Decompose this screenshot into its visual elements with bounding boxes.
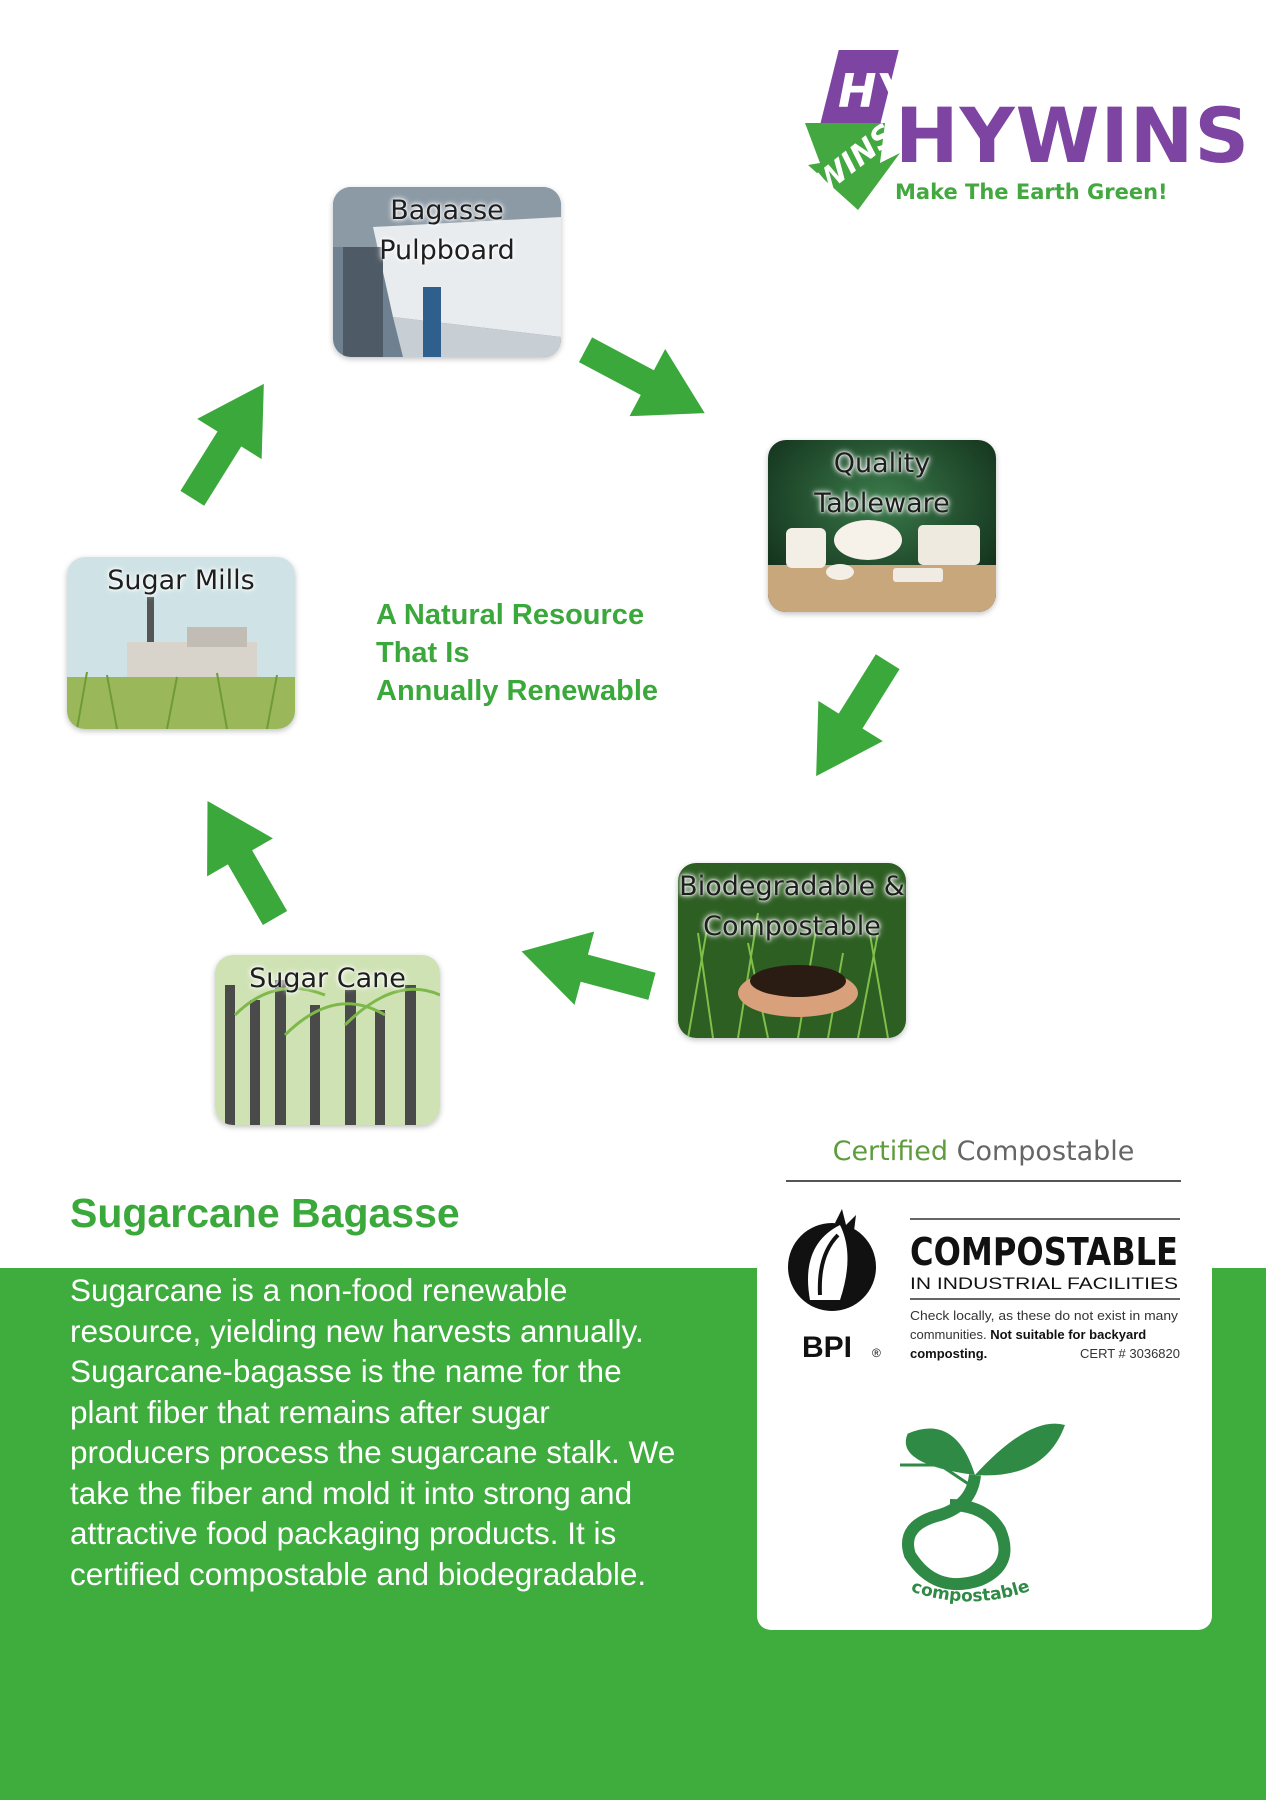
bpi-mark-text: BPI [802,1331,852,1364]
bpi-note-line3: composting. [910,1346,987,1361]
step-biodegradable-compostable: Biodegradable & Compostable [678,863,906,1038]
arrow-pulpboard-to-tableware [578,337,705,417]
brand-tagline: Make The Earth Green! [895,180,1168,204]
cert-heading-word2: Compostable [956,1136,1135,1167]
cycle-arrows [180,337,900,1005]
seedling-compostable-logo: compostable [900,1423,1065,1606]
center-text-line: A Natural Resource [376,599,645,631]
arrow-sugarmills-to-pulpboard [180,383,264,506]
logo-mark-top-text: HY [838,64,914,118]
bpi-subtitle-text: IN INDUSTRIAL FACILITIES [910,1274,1178,1293]
tableware-photo [768,440,996,612]
step-quality-tableware: Quality Tableware [768,440,996,612]
sugarcane-photo [215,955,440,1125]
arrow-biodegradable-to-sugarcane [521,931,656,1005]
step-label-line: Quality [833,448,931,479]
step-label-line: Tableware [814,488,950,519]
bpi-certification-seal: BPI ® COMPOSTABLE IN INDUSTRIAL FACILITI… [788,1209,1180,1364]
step-label-line: Sugar Cane [249,963,406,994]
bpi-note-line2: communities. Not suitable for backyard [910,1327,1146,1342]
bpi-note-line1: Check locally, as these do not exist in … [910,1308,1179,1323]
step-sugar-cane: Sugar Cane [215,955,440,1125]
bpi-registered-text: ® [872,1346,881,1360]
step-label-line: Biodegradable & [679,871,905,902]
bpi-note-line2-plain: communities. [910,1327,990,1342]
step-label-line: Sugar Mills [107,565,255,596]
biodegradable-photo [678,863,906,1038]
center-text-line: Annually Renewable [376,675,659,707]
pulpboard-photo [333,187,561,357]
arrow-tableware-to-biodegradable [816,654,900,777]
step-label-line: Pulpboard [379,235,515,266]
hywins-logo-mark: HY WINS [805,50,914,210]
bpi-title-text: COMPOSTABLE [910,1230,1178,1274]
arrow-sugarcane-to-sugarmills [207,801,288,925]
step-label-line: Bagasse [390,195,504,226]
bpi-note-line2-bold: Not suitable for backyard [990,1327,1146,1342]
section-body: Sugarcane is a non-food renewable resour… [70,1272,676,1592]
cert-heading-rule [786,1180,1181,1182]
brand-name: HYWINS [895,91,1251,180]
sugarmills-photo [67,557,295,729]
step-bagasse-pulpboard: Bagasse Pulpboard [333,187,561,357]
certification-heading: Certified Compostable [786,1135,1181,1169]
step-label-line: Compostable [703,911,881,942]
step-sugar-mills: Sugar Mills [67,557,295,729]
section-title: Sugarcane Bagasse [70,1190,460,1236]
bpi-cert-number: CERT # 3036820 [1080,1346,1180,1361]
certification-panel [757,1140,1212,1630]
center-text-line: That Is [376,637,470,669]
cycle-center-text: A Natural Resource That Is Annually Rene… [376,596,706,710]
cert-heading-word1: Certified [832,1136,949,1167]
